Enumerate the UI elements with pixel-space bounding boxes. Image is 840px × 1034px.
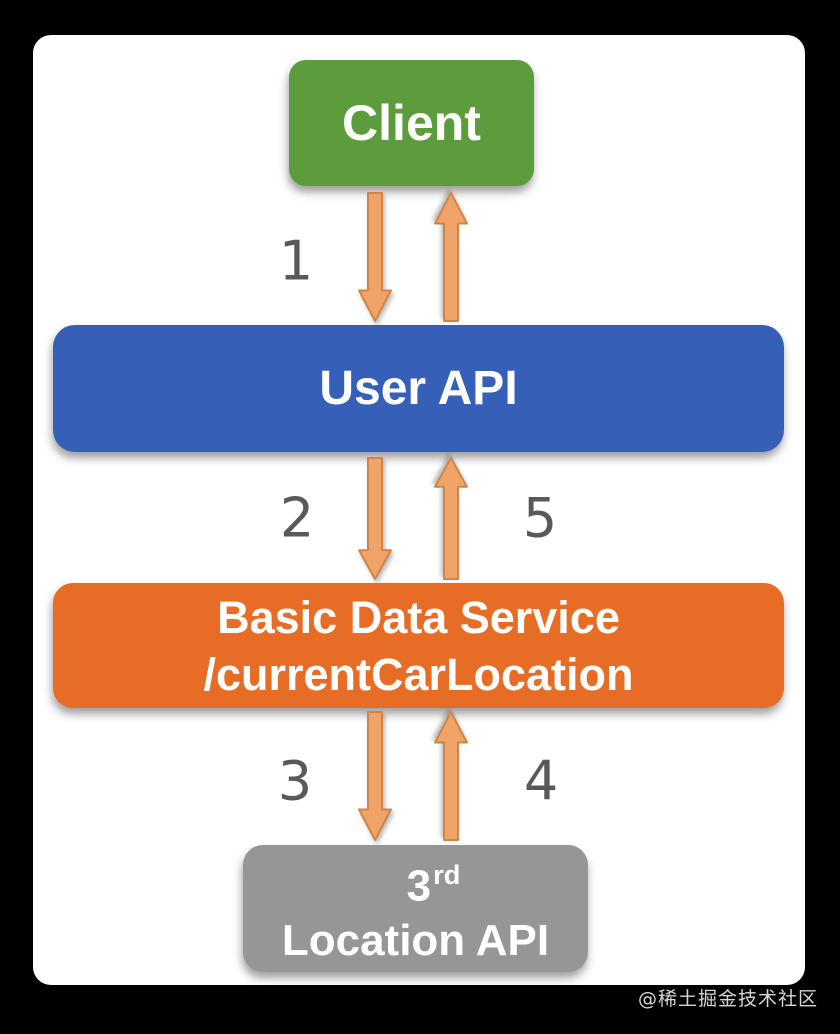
step-3-label: 3: [277, 749, 313, 813]
node-basic-data-service-label-line2: /currentCarLocation: [203, 648, 634, 700]
arrow-up-userapi-to-client: [434, 192, 468, 322]
node-basic-data-service: Basic Data Service /currentCarLocation: [53, 583, 784, 708]
node-third-party-label-sup: rd: [433, 858, 461, 890]
arrow-up-location-to-bds: [434, 711, 468, 841]
arrow-down-userapi-to-bds: [358, 457, 392, 580]
watermark: @稀土掘金技术社区: [637, 988, 818, 1010]
node-user-api-label: User API: [319, 361, 518, 415]
node-third-party-label-line1: 3rd: [406, 858, 461, 911]
node-third-party-location-api: 3rd Location API: [243, 845, 588, 972]
node-client: Client: [289, 60, 534, 186]
step-1-label: 1: [278, 229, 314, 293]
node-user-api: User API: [53, 325, 784, 452]
step-2-label: 2: [279, 486, 315, 550]
node-client-label: Client: [342, 95, 481, 151]
step-4-label: 4: [523, 749, 559, 813]
step-5-label: 5: [522, 486, 558, 550]
arrow-up-bds-to-userapi: [434, 457, 468, 580]
diagram-panel: [33, 35, 805, 985]
node-third-party-label-line2: Location API: [281, 915, 550, 965]
arrow-down-bds-to-location: [358, 711, 392, 841]
arrow-down-client-to-userapi: [358, 192, 392, 322]
node-basic-data-service-label-line1: Basic Data Service: [217, 591, 620, 643]
